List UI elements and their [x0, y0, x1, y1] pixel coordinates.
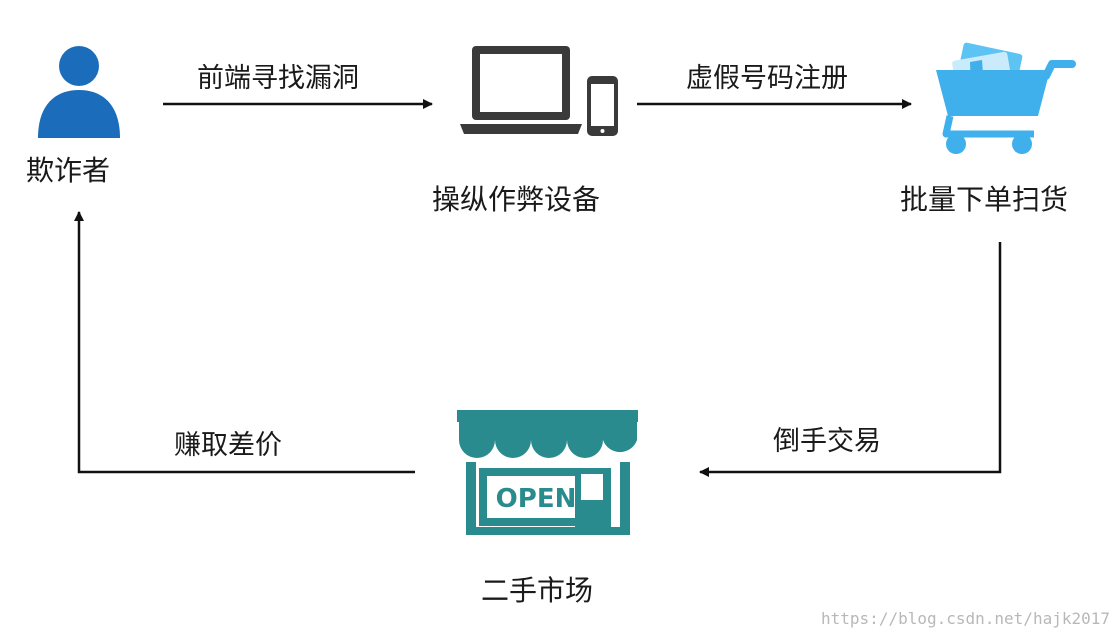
arrow-cart-to-market [699, 242, 1002, 477]
cart-frame [942, 115, 1034, 138]
fraudster-label: 欺诈者 [26, 154, 111, 187]
edge-label-resell: 倒手交易 [773, 426, 881, 457]
shop-sign-inner [487, 476, 585, 518]
shop-walls [466, 462, 630, 535]
market-label: 二手市场 [481, 574, 594, 607]
phone-button [600, 129, 605, 133]
person-body [38, 90, 120, 138]
laptop-display [480, 54, 562, 112]
laptop-base [460, 124, 582, 134]
cart-handle [1042, 60, 1076, 80]
laptop-phone-icon [460, 46, 618, 136]
person-icon [38, 46, 120, 138]
edge-label-fake-register: 虚假号码注册 [686, 63, 848, 94]
shop-icon: OPEN [457, 410, 638, 535]
phone-screen [591, 84, 614, 126]
watermark-text: https://blog.csdn.net/hajk2017 [821, 609, 1110, 628]
awning-top [457, 410, 638, 422]
devices-label: 操纵作弊设备 [432, 183, 601, 216]
shopping-cart-icon [936, 42, 1076, 154]
edge-label-find-loophole: 前端寻找漏洞 [197, 63, 359, 94]
cart-wheel-right [1012, 134, 1032, 154]
bulk-order-label: 批量下单扫货 [900, 183, 1069, 216]
arrow-market-to-fraudster [74, 211, 415, 474]
awning-scallops [459, 422, 637, 458]
cart-wheel-left [946, 134, 966, 154]
person-head [59, 46, 99, 86]
shop-door-window [581, 474, 603, 500]
edge-label-profit: 赚取差价 [174, 430, 282, 461]
cart-basket [936, 70, 1050, 116]
shop-sign-text: OPEN [496, 484, 577, 514]
